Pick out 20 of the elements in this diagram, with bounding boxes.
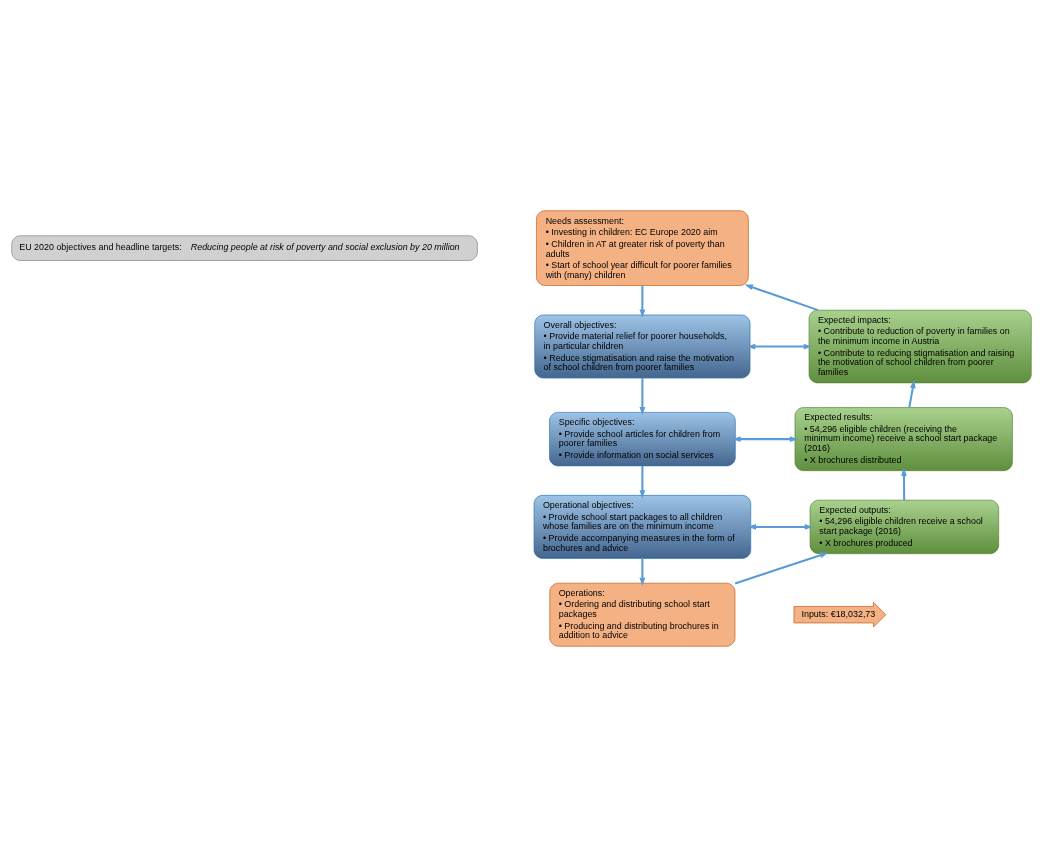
- node-box: Overall objectives: • Provide material relief for poorer households, in particular children • Reduce stigmatisation and raise the motivation of school children from poorer families: [534, 314, 751, 378]
- node-box: Expected outputs: • 54,296 eligible children receive a school start package (2016) • X brochures produced: [809, 499, 1000, 554]
- arrow: [744, 284, 819, 311]
- arrow: [639, 377, 646, 415]
- node-box: Expected results: • 54,296 eligible children (receiving the minimum income) receive a school start package (2016) • X brochures distributed: [794, 406, 1013, 471]
- node-box: Operational objectives: • Provide school start packages to all children whose families are on the minimum income • Provide accompanying measures in the form of brochures and advice: [533, 494, 752, 559]
- node-box: Operations: • Ordering and distributing school start packages • Producing and distributing brochures in addition to advice: [549, 582, 736, 647]
- arrow: [734, 552, 829, 584]
- node-box: Needs assessment: • Investing in children: EC Europe 2020 aim • Children in AT at greater risk of poverty than adults • Start of school year difficult for poorer families with (many) children: [536, 209, 749, 286]
- arrow: [639, 285, 646, 318]
- arrow: [639, 465, 646, 498]
- node-box: Expected impacts: • Contribute to reduction of poverty in families on the minimum income in Austria • Contribute to reducing stigmatisation and raising the motivation of school children from poorer families: [808, 309, 1032, 383]
- arrow: [639, 558, 646, 586]
- node-box: EU 2020 objectives and headline targets: Reducing people at risk of poverty and social exclusion by 20 million: [11, 234, 478, 261]
- arrow: [908, 379, 916, 408]
- arrow: [747, 523, 814, 530]
- arrow: [901, 467, 907, 500]
- node-box: Specific objectives: • Provide school articles for children from poorer families • Provide information on social services: [549, 411, 736, 466]
- arrow: [746, 343, 812, 349]
- arrow: [732, 435, 799, 442]
